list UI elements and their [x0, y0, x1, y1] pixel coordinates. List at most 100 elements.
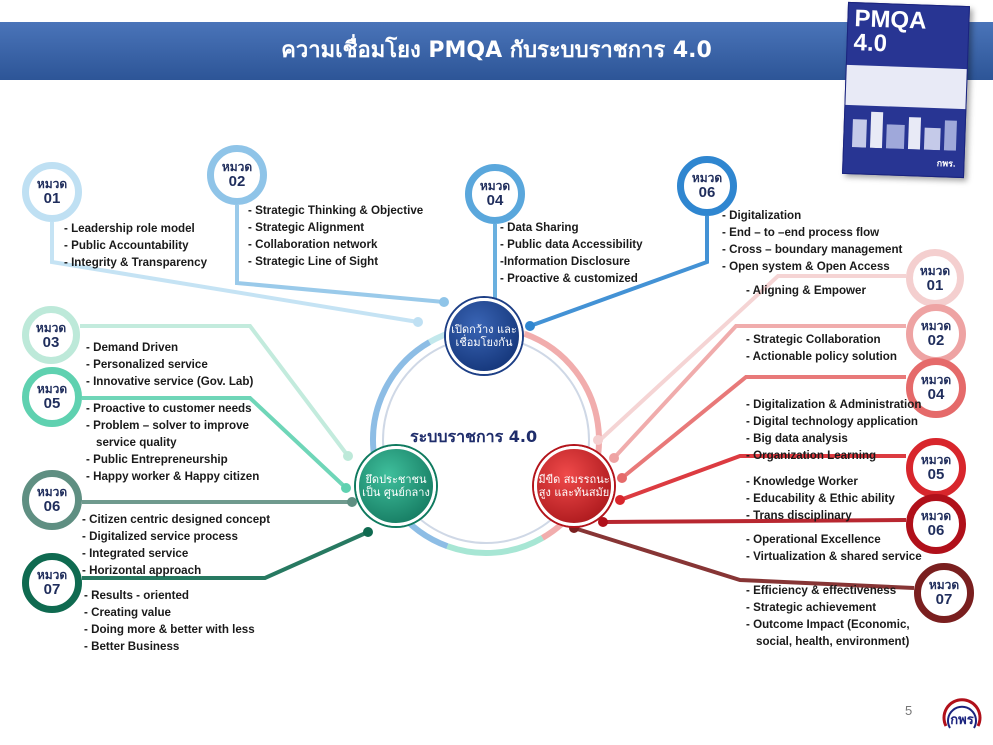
criteria-item: - Digitalization: [722, 209, 802, 222]
badge-number: 04: [927, 386, 945, 403]
criteria-item: - Data Sharing: [500, 221, 579, 234]
criteria-item: - Cross – boundary management: [722, 243, 903, 256]
connector-dot-citizen-07: [363, 527, 373, 537]
criteria-item: - Digitalization & Administration: [746, 398, 922, 411]
badge-label: หมวด: [221, 160, 253, 174]
criteria-item: - Demand Driven: [86, 341, 179, 354]
badge-label: หมวด: [36, 485, 68, 499]
criteria-item: - Collaboration network: [248, 238, 378, 251]
criteria-list-smart-02: - Strategic Collaboration- Actionable po…: [746, 331, 897, 365]
criteria-item: - Organization Learning: [746, 449, 877, 462]
connector-dot-smart-02: [609, 453, 619, 463]
criteria-list-citizen-03: - Demand Driven - Personalized service - I…: [86, 339, 253, 390]
criteria-list-open-01: - Leadership role model- Public Accounta…: [64, 220, 207, 271]
badge-number: 07: [935, 591, 953, 608]
badge-number: 03: [42, 334, 60, 351]
connector-smart-06: [604, 518, 907, 524]
badge-number: 06: [927, 522, 945, 539]
connector-open-01: [50, 222, 419, 324]
connector-smart-07: [573, 526, 915, 590]
badge-label: หมวด: [36, 177, 68, 191]
criteria-item: - Innovative service (Gov. Lab): [86, 375, 254, 388]
connector-dot-citizen-05: [341, 483, 351, 493]
connector-dot-citizen-06: [347, 497, 357, 507]
hub-open-label: เปิดกว้าง และ เชื่อมโยงกัน: [451, 323, 517, 349]
criteria-item: - Doing more & better with less: [84, 623, 255, 636]
criteria-list-open-06: - Digitalization- End – to –end process …: [722, 207, 902, 275]
page-title: ความเชื่อมโยง PMQA กับระบบราชการ 4.0: [281, 38, 712, 63]
criteria-item: - Horizontal approach: [82, 564, 202, 577]
badge-label: หมวด: [928, 578, 960, 592]
connector-citizen-07: [82, 530, 369, 580]
badge-label: หมวด: [920, 373, 952, 387]
criteria-item: - Citizen centric designed concept: [82, 513, 271, 526]
criteria-item: service quality: [96, 436, 177, 449]
criteria-item: - Educability & Ethic ability: [746, 492, 895, 505]
badge-label: หมวด: [36, 568, 68, 582]
connector-smart-02: [612, 324, 906, 460]
connector-dot-open-06: [525, 321, 535, 331]
criteria-item: - Proactive to customer needs: [86, 402, 252, 415]
criteria-item: - Strategic Collaboration: [746, 333, 881, 346]
connector-dot-smart-01: [593, 435, 603, 445]
criteria-list-smart-07: - Efficiency & effectiveness- Strategic …: [746, 582, 910, 650]
criteria-item: - Proactive & customized: [500, 272, 638, 285]
badge-number: 06: [43, 498, 61, 515]
criteria-list-open-04: - Data Sharing - Public data Accessibilit…: [500, 219, 643, 287]
page-number: 5: [905, 703, 913, 718]
badge-number: 05: [927, 466, 945, 483]
badge-number: 02: [927, 332, 945, 349]
criteria-item: - Results - oriented: [84, 589, 190, 602]
criteria-item: - Aligning & Empower: [746, 284, 867, 297]
criteria-item: - Strategic Thinking & Objective: [248, 204, 424, 217]
badge-label: หมวด: [479, 179, 511, 193]
criteria-item: - Digital technology application: [746, 415, 918, 428]
title-banner: ความเชื่อมโยง PMQA กับระบบราชการ 4.0: [0, 22, 993, 80]
criteria-item: - Public data Accessibility: [500, 238, 643, 251]
criteria-item: social, health, environment): [756, 635, 910, 648]
svg-text:กพร: กพร: [950, 712, 973, 727]
badge-label: หมวด: [920, 319, 952, 333]
connector-dot-open-01: [413, 317, 423, 327]
ring-arc-4: [446, 535, 544, 556]
hub-citizen-centric: ยึดประชาชน เป็น ศูนย์กลาง: [356, 446, 436, 526]
criteria-list-open-02: - Strategic Thinking & Objective - Strate…: [248, 202, 423, 270]
criteria-item: - Integrated service: [82, 547, 189, 560]
badge-label: หมวด: [920, 509, 952, 523]
badge-label: หมวด: [919, 264, 951, 278]
badge-number: 04: [486, 192, 504, 209]
criteria-item: - Happy worker & Happy citizen: [86, 470, 260, 483]
criteria-item: - Public Accountability: [64, 239, 189, 252]
connector-citizen-05: [82, 396, 348, 490]
criteria-list-citizen-07: - Results - oriented - Creating value - Do…: [84, 587, 255, 655]
criteria-list-smart-04: - Digitalization & Administration - Digit…: [746, 396, 921, 464]
criteria-item: - Public Entrepreneurship: [86, 453, 228, 466]
connector-dot-open-02: [439, 297, 449, 307]
cover-buildings-icon: [851, 111, 957, 151]
criteria-list-smart-01: - Aligning & Empower: [746, 282, 866, 299]
connector-open-02: [235, 205, 445, 304]
criteria-list-smart-06: - Operational Excellence- Virtualization…: [746, 531, 922, 565]
criteria-list-smart-05: - Knowledge Worker- Educability & Ethic …: [746, 473, 895, 524]
criteria-item: - Outcome Impact (Economic,: [746, 618, 910, 631]
hub-smart-modern: มีขีด สมรรถนะสูง และทันสมัย: [534, 446, 614, 526]
criteria-item: - Strategic Alignment: [248, 221, 365, 234]
badge-number: 05: [43, 395, 61, 412]
criteria-item: - Integrity & Transparency: [64, 256, 208, 269]
criteria-item: - Efficiency & effectiveness: [746, 584, 897, 597]
criteria-item: - Creating value: [84, 606, 171, 619]
criteria-item: - Personalized service: [86, 358, 208, 371]
